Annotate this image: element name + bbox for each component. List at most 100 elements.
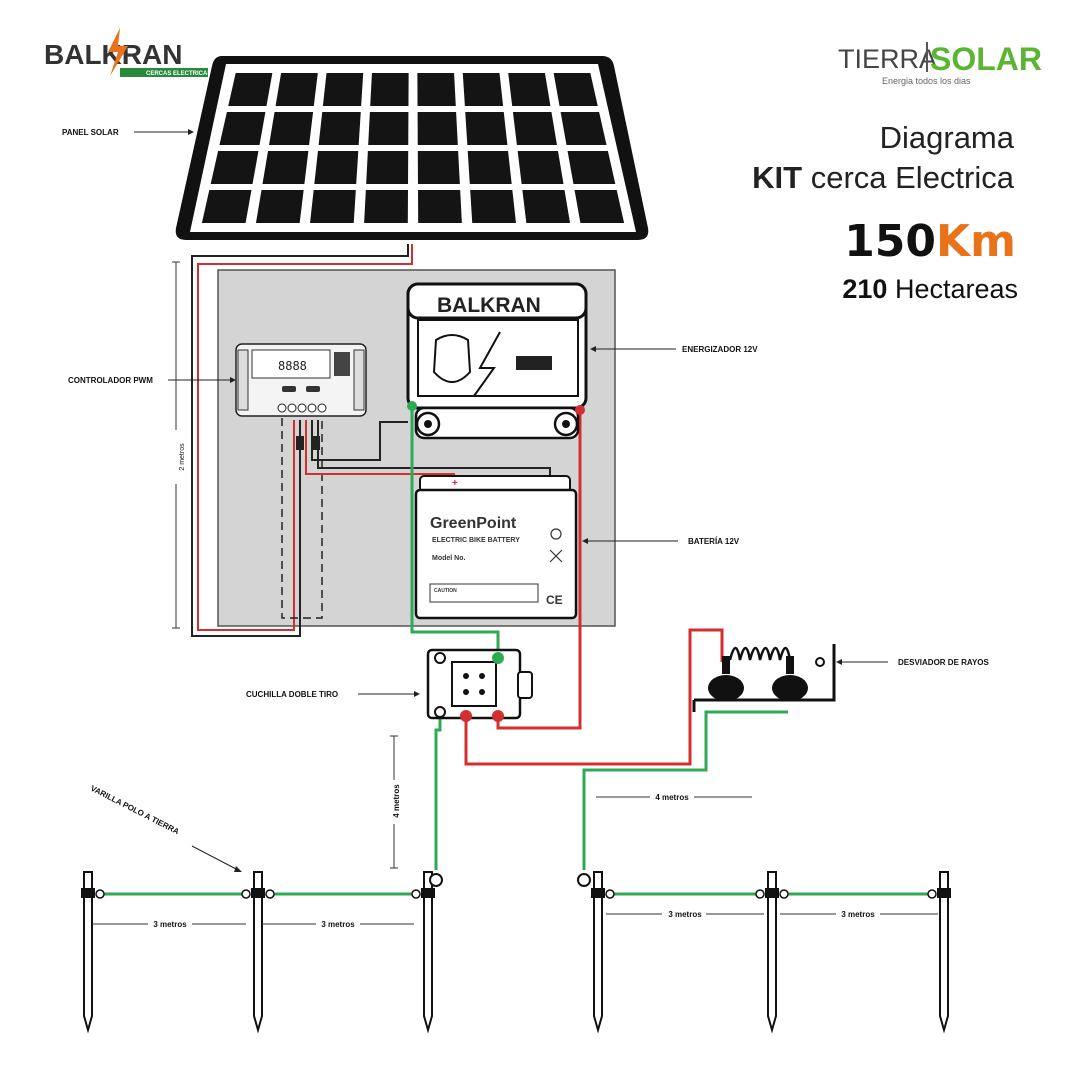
wiring (98, 244, 930, 896)
title-line1: Diagrama (880, 120, 1015, 155)
distance-unit: Km (936, 216, 1016, 267)
controller-button-right (306, 386, 320, 392)
solar-cell (418, 189, 462, 224)
area-unit: Hectareas (887, 274, 1018, 304)
solar-cell (522, 189, 571, 224)
switch-fence-terminal-2 (492, 710, 504, 722)
switch-to-ground-wire (434, 714, 442, 870)
title-line2: KIT cerca Electrica (752, 160, 1015, 195)
ground-rods (81, 871, 951, 1034)
controller-terminals (277, 403, 327, 413)
ground-rod (241, 871, 275, 1034)
solar-cell (262, 150, 309, 185)
controller-mount-left (237, 349, 249, 411)
balkran-logo: BALKRAN CERCAS ELECTRICAS (44, 28, 211, 77)
solar-cell (470, 189, 516, 224)
switch-handle (517, 671, 533, 699)
fuse-2 (312, 436, 320, 450)
energizer-fence-dot (575, 405, 585, 415)
bull-icon (432, 334, 472, 383)
diverter-frame (692, 644, 836, 712)
label-lightning-diverter: DESVIADOR DE RAYOS (898, 658, 990, 667)
solar-cell (567, 150, 616, 185)
label-energizer: ENERGIZADOR 12V (682, 345, 758, 354)
battery-brand: GreenPoint (430, 515, 517, 532)
ground-rod (591, 871, 615, 1034)
solar-cell (201, 189, 252, 224)
energizer-model-block (516, 356, 552, 370)
measure-3m-1: 3 metros (153, 920, 187, 929)
measure-2m: 2 metros (179, 443, 186, 471)
solar-cell (467, 150, 512, 185)
ground-rod (755, 871, 789, 1034)
switch-to-diverter-wire (464, 628, 724, 766)
solar-cell (322, 72, 364, 107)
lightning-bolt-icon (108, 28, 128, 76)
title-block: Diagrama KIT cerca Electrica 150Km 210 H… (752, 120, 1018, 304)
measure-4m-right: 4 metros (655, 793, 689, 802)
energizer-header (406, 282, 588, 320)
distance-text: 150Km (844, 216, 1016, 267)
balkran-tagline: CERCAS ELECTRICAS (146, 71, 211, 77)
solar-cell (310, 189, 356, 224)
recycle-icon (550, 528, 562, 540)
battery-caution-box (429, 583, 539, 603)
ground-rod (927, 871, 951, 1034)
solar-cell (560, 111, 607, 146)
solar-cell (417, 111, 458, 146)
solar-cell (508, 72, 551, 107)
fuse-1 (296, 436, 304, 450)
ring-lug (429, 873, 443, 887)
solar-cell (370, 72, 409, 107)
energizer-ground-wire (410, 404, 500, 656)
solar-cell (314, 150, 359, 185)
title-rest: cerca Electrica (802, 160, 1015, 195)
solar-cell (553, 72, 598, 107)
solar-cell (574, 189, 625, 224)
measure-3m-3: 3 metros (668, 910, 702, 919)
controller-display (251, 349, 331, 379)
solar-cell (228, 72, 273, 107)
leader-lines (134, 131, 888, 871)
solar-cell (275, 72, 318, 107)
solar-cell (465, 111, 508, 146)
diverter-insulator-left (708, 675, 744, 701)
switch-ground-terminal (492, 652, 504, 664)
controller-display-digits: 8888 (278, 359, 307, 373)
ground-rod (411, 871, 435, 1034)
energizer-brand: BALKRAN (437, 294, 541, 317)
solar-cell (517, 150, 564, 185)
pwm-controller: 8888 (235, 343, 367, 450)
diverter-coil (728, 646, 792, 661)
solar-panel-cells (201, 72, 625, 224)
diverter-insulator-right (772, 675, 808, 701)
area-text: 210 Hectareas (842, 274, 1018, 304)
solar-panel (175, 56, 649, 240)
measure-4m-left: 4 metros (392, 784, 401, 818)
battery-model: Model No. (432, 555, 465, 562)
solar-cell (512, 111, 557, 146)
controller-indicator (334, 352, 350, 376)
tierra-solar-logo: TIERRA SOLAR Energia todos los dias (838, 41, 1042, 86)
battery-caution: CAUTION (434, 588, 457, 594)
double-throw-switch (426, 648, 533, 722)
battery-12v: GreenPoint ELECTRIC BIKE BATTERY Model N… (414, 475, 578, 620)
label-pwm-controller: CONTROLADOR PWM (68, 376, 153, 385)
solar-cell (318, 111, 361, 146)
area-number: 210 (842, 274, 887, 304)
solar-cell (210, 150, 259, 185)
solar-text: SOLAR (930, 41, 1042, 77)
measure-3m-2: 3 metros (321, 920, 355, 929)
energizer-face (417, 319, 579, 397)
energizer-ground-dot (407, 401, 417, 411)
logo-divider (926, 42, 928, 72)
label-battery: BATERÍA 12V (688, 537, 740, 546)
solar-cell (417, 150, 460, 185)
tierra-text: TIERRA (838, 44, 937, 74)
battery-plus: + (452, 478, 458, 489)
solar-cell (255, 189, 304, 224)
measure-3m-4: 3 metros (841, 910, 875, 919)
solar-cell (368, 111, 409, 146)
label-solar-panel: PANEL SOLAR (62, 128, 119, 137)
spark-icon (473, 331, 501, 397)
